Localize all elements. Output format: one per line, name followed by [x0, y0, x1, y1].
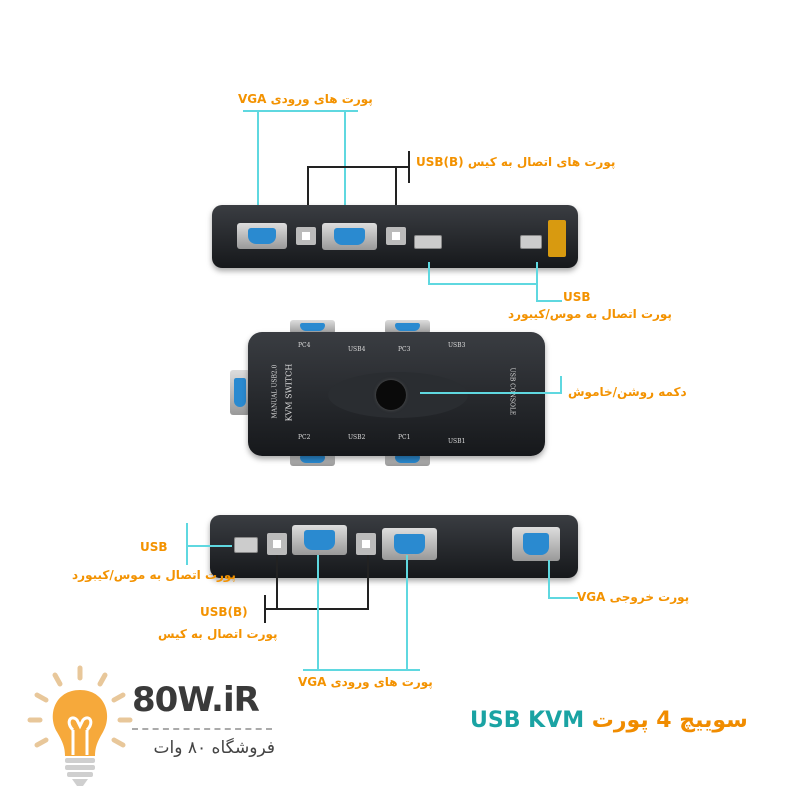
title-english: USB KVM: [470, 708, 585, 733]
callout-line: [264, 608, 369, 610]
label-usb-b-desc-bottom: پورت اتصال به کیس: [158, 627, 278, 641]
callout-line: [307, 166, 409, 168]
callout-line: [548, 597, 578, 599]
callout-line: [395, 166, 397, 232]
title-persian: سوییچ 4 پورت: [591, 708, 748, 733]
callout-line: [406, 555, 408, 670]
label-power-button: دکمه روشن/خاموش: [568, 385, 687, 399]
callout-line: [186, 545, 232, 547]
label-usb-b-top: پورت های اتصال به کیس USB(B): [416, 155, 616, 169]
callout-line: [420, 392, 560, 394]
label-usb-desc-top: پورت اتصال به موس/کیبورد: [508, 307, 672, 321]
callout-line: [186, 523, 188, 565]
callout-line: [303, 669, 420, 671]
kvm-switch-front: [210, 515, 578, 578]
kvm-switch-rear: [212, 205, 578, 268]
callout-line: [536, 300, 562, 302]
lightbulb-logo-icon: [25, 660, 135, 790]
kvm-switch-top: PC4 USB4 PC3 USB3 PC2 USB2 PC1 USB1 MANU…: [248, 332, 545, 456]
callout-line: [367, 555, 369, 610]
power-button: [376, 380, 406, 410]
label-usb-desc-bottom: پورت اتصال به موس/کیبورد: [72, 568, 236, 582]
callout-line: [560, 376, 562, 394]
callout-line: [548, 560, 550, 598]
label-vga-inputs-bottom: پورت های ورودی VGA: [298, 675, 433, 689]
callout-line: [317, 555, 319, 670]
label-usb-b-bottom: USB(B): [200, 605, 248, 619]
label-vga-inputs-top: پورت های ورودی VGA: [238, 92, 373, 106]
page-title: USB KVM سوییچ 4 پورت: [470, 708, 748, 733]
callout-line: [257, 110, 259, 225]
label-usb-bottom: USB: [140, 540, 168, 554]
callout-line: [536, 262, 538, 302]
callout-line: [276, 555, 278, 610]
store-name: فروشگاه ۸۰ وات: [153, 738, 275, 758]
label-usb-top: USB: [563, 290, 591, 304]
callout-line: [408, 151, 410, 183]
logo-divider: [132, 728, 272, 730]
callout-line: [428, 283, 538, 285]
site-logo-text: 80W.iR: [132, 680, 260, 720]
callout-line: [307, 166, 309, 232]
callout-line: [264, 595, 266, 623]
callout-line: [243, 110, 358, 112]
label-vga-output: پورت خروجی VGA: [577, 590, 690, 604]
callout-line: [428, 262, 430, 284]
